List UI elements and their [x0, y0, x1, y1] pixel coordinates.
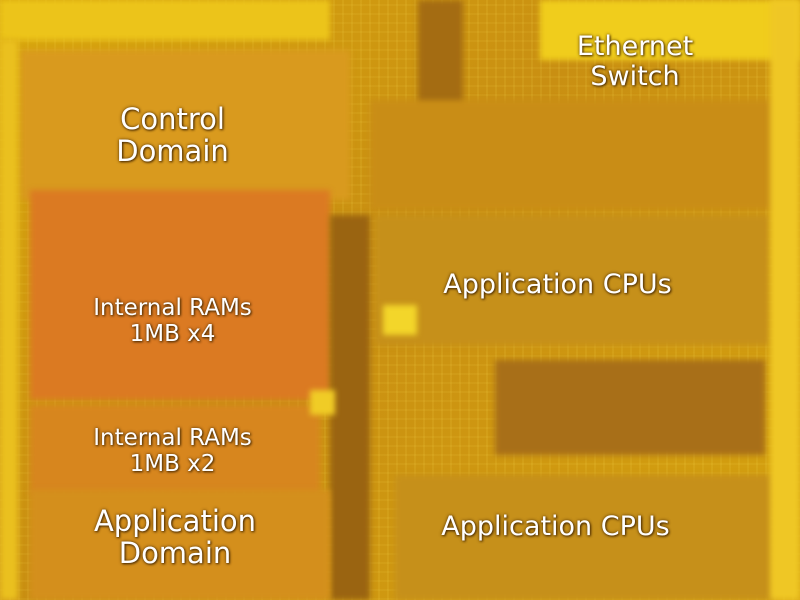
application-cpus-upper-label: Application CPUs [420, 269, 695, 300]
bright-pad-1 [383, 305, 417, 335]
lower-cpu-region [395, 475, 775, 600]
internal-rams-x4-line2: 1MB x4 [129, 320, 216, 347]
application-domain-line2: Domain [118, 536, 232, 571]
left-bright-edge [0, 40, 18, 600]
right-bright-edge [770, 0, 800, 600]
application-domain-line1: Application [93, 504, 257, 538]
top-left-bright-band [0, 0, 330, 40]
application-cpus-upper-text: Application CPUs [443, 269, 672, 300]
ethernet-switch-region [370, 100, 790, 210]
internal-rams-x2-label: Internal RAMs 1MB x2 [60, 425, 285, 478]
cpu-dark-core [495, 360, 765, 455]
bright-pad-2 [310, 390, 335, 415]
control-domain-line1: Control [120, 102, 225, 136]
lower-ram-region [30, 405, 320, 495]
internal-rams-x2-line1: Internal RAMs [93, 425, 252, 451]
internal-rams-x2-line2: 1MB x2 [129, 450, 216, 477]
control-domain-line2: Domain [116, 134, 229, 169]
control-domain-label: Control Domain [90, 103, 255, 168]
control-domain-region [20, 50, 350, 200]
ethernet-switch-line1: Ethernet [576, 31, 694, 62]
ethernet-switch-label: Ethernet Switch [555, 31, 715, 93]
vertical-dark-spine [330, 215, 370, 600]
internal-rams-x4-label: Internal RAMs 1MB x4 [60, 295, 285, 348]
top-right-bright-region [540, 0, 800, 60]
application-domain-label: Application Domain [75, 505, 275, 570]
application-cpus-lower-text: Application CPUs [441, 511, 670, 542]
ethernet-switch-line2: Switch [590, 61, 680, 93]
upper-cpu-region [375, 215, 770, 345]
internal-rams-x4-line1: Internal RAMs [93, 295, 252, 321]
internal-ram-region [30, 190, 330, 400]
application-cpus-lower-label: Application CPUs [418, 511, 693, 542]
application-domain-region [30, 490, 330, 600]
